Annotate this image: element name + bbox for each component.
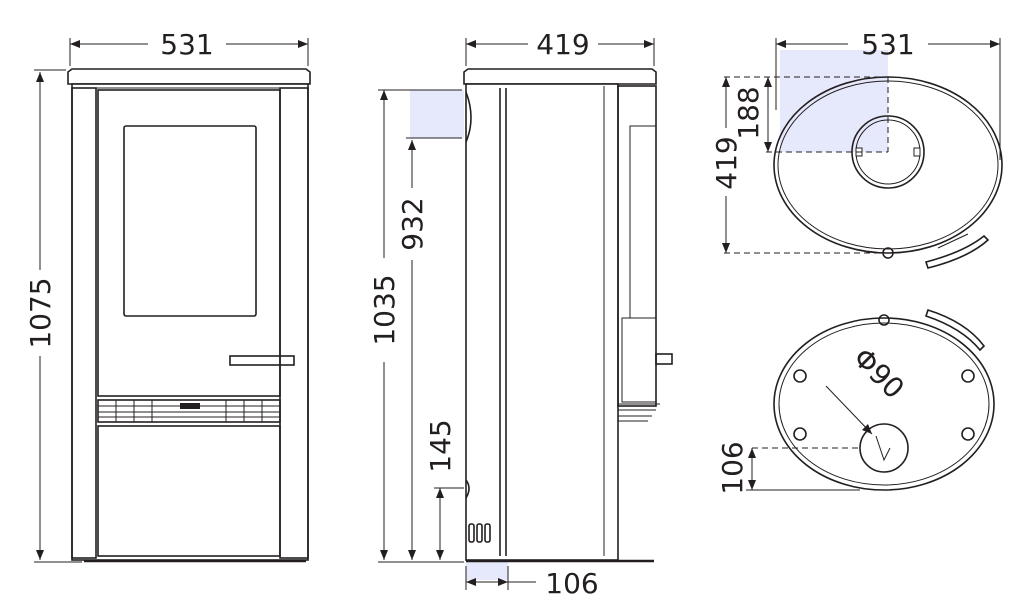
front-width-label: 531 — [160, 28, 213, 61]
top-width-label: 531 — [861, 28, 914, 61]
side-outlet-dimension: 932 — [396, 137, 462, 560]
front-body — [71, 83, 309, 561]
side-air-inlet-dimension: 145 — [378, 419, 464, 563]
front-glass — [123, 125, 257, 317]
front-width-dimension: 531 — [69, 28, 309, 66]
top-outlet-dimension: 188 — [732, 77, 772, 152]
front-handle — [229, 355, 295, 366]
side-bottom-label: 106 — [545, 567, 598, 600]
front-view: 531 1075 — [24, 28, 311, 563]
bottom-handle — [924, 308, 986, 352]
side-outlet-label: 932 — [396, 197, 429, 250]
side-bottom-dimension: 106 — [465, 566, 599, 600]
bottom-outer-ellipse — [773, 317, 995, 491]
side-outlet-curve — [465, 91, 472, 143]
bottom-diameter-label: Φ90 — [847, 341, 911, 405]
front-left-side — [71, 87, 97, 559]
top-handle — [924, 234, 990, 269]
side-base-highlight — [466, 560, 508, 580]
top-depth-label: 419 — [710, 136, 743, 189]
side-top-plate — [463, 68, 657, 85]
side-grille — [618, 403, 660, 422]
side-air-inlet-label: 145 — [424, 419, 457, 472]
side-door-profile — [617, 85, 657, 407]
side-depth-label: 419 — [536, 28, 589, 61]
front-lower-panel — [97, 425, 281, 557]
bottom-inlet-dimension: 106 — [716, 441, 860, 495]
top-outlet-highlight — [780, 50, 888, 152]
side-body — [465, 83, 619, 561]
bottom-inlet-label: 106 — [716, 441, 749, 494]
top-outlet-label: 188 — [732, 86, 765, 139]
top-view: 531 419 188 — [710, 28, 1003, 269]
front-door — [97, 89, 281, 397]
side-view: 419 1035 932 145 — [368, 28, 673, 600]
bottom-mounting-holes — [793, 369, 975, 441]
front-grille — [97, 399, 281, 423]
side-vents — [468, 523, 491, 543]
side-handle — [655, 353, 673, 365]
bottom-view: Φ90 106 — [716, 308, 995, 495]
front-height-label: 1075 — [24, 277, 57, 348]
side-outlet-highlight — [410, 90, 464, 138]
side-height-dimension: 1035 — [368, 89, 462, 560]
front-height-dimension: 1075 — [24, 69, 82, 563]
side-height-label: 1035 — [368, 274, 401, 345]
top-depth-dimension: 419 — [710, 77, 743, 253]
bottom-air-inlet — [859, 423, 909, 473]
top-width-dimension: 531 — [775, 28, 1001, 160]
front-top-plate — [67, 68, 311, 85]
side-depth-dimension: 419 — [465, 28, 655, 66]
